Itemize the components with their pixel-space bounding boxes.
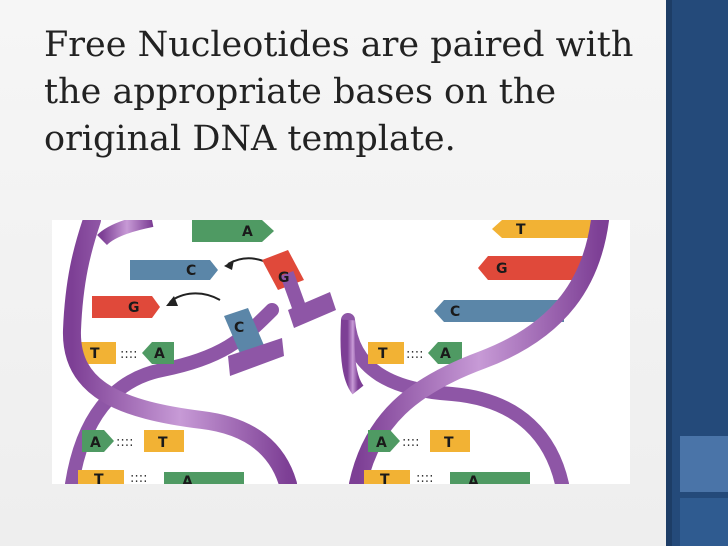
right-base-c: C [450, 304, 460, 320]
left-base-c: C [186, 263, 196, 279]
right-base-a-lower: A [376, 435, 387, 451]
sidebar-edge [666, 0, 672, 546]
right-back-backbone [341, 313, 569, 484]
right-hydrogen-bond-dots-lower: :::: [402, 435, 420, 450]
right-base-a-bottom: A [468, 474, 479, 484]
slide-title: Free Nucleotides are paired with the app… [44, 25, 634, 159]
hydrogen-bond-dots: :::: [120, 347, 138, 362]
left-base-a-top: A [242, 224, 253, 240]
left-base-a-bottom: A [182, 474, 193, 484]
dna-replication-figure: A C G G [52, 220, 630, 484]
right-base-a-paired: A [440, 346, 451, 362]
left-helix-panel: A C G G [62, 220, 336, 484]
free-base-c: C [234, 320, 244, 336]
right-base-t: T [378, 346, 388, 362]
right-base-t-lower: T [444, 435, 454, 451]
left-front-backbone [62, 220, 297, 484]
right-t-rung: T [492, 220, 592, 238]
free-nucleotide-g: G [262, 250, 336, 328]
right-hydrogen-bond-dots: :::: [406, 347, 424, 362]
left-bottom-pair: T :::: A [78, 470, 244, 484]
right-ta-pair: T :::: A [368, 342, 462, 364]
left-g-rung: G [92, 296, 160, 318]
right-hydrogen-bond-dots-bottom: :::: [416, 471, 434, 484]
right-at-pair: A :::: T [368, 430, 470, 452]
right-bottom-pair: T :::: A [364, 470, 530, 484]
free-nucleotide-c: C [224, 308, 284, 376]
right-g-rung: G [478, 256, 588, 280]
right-helix-panel: T G C T :::: A [340, 220, 609, 484]
left-at-pair: A :::: T [82, 430, 184, 452]
right-base-t-bottom: T [380, 472, 390, 484]
left-front-backbone-upper [97, 220, 154, 246]
left-base-a-paired: A [154, 346, 165, 362]
left-base-t-lower: T [158, 435, 168, 451]
hydrogen-bond-dots-bottom: :::: [130, 471, 148, 484]
left-base-a-lower: A [90, 435, 101, 451]
hydrogen-bond-dots-lower: :::: [116, 435, 134, 450]
left-ta-pair: T :::: A [80, 342, 174, 364]
right-upper-backbone [340, 319, 364, 395]
arrow-head-2 [166, 296, 178, 306]
left-base-t: T [90, 346, 100, 362]
left-top-a-rung: A [192, 220, 274, 242]
sidebar-accent-block-lower [680, 498, 728, 546]
arrow-c-to-g [169, 292, 221, 303]
sidebar-accent-block [680, 436, 728, 492]
right-c-rung: C [434, 300, 564, 322]
right-base-g: G [496, 261, 508, 277]
right-base-t-top: T [516, 222, 526, 238]
left-base-t-bottom: T [94, 472, 104, 484]
left-c-rung: C [130, 260, 218, 280]
left-base-g: G [128, 300, 140, 316]
arrow-head-1 [224, 260, 234, 270]
free-base-g: G [278, 270, 290, 286]
